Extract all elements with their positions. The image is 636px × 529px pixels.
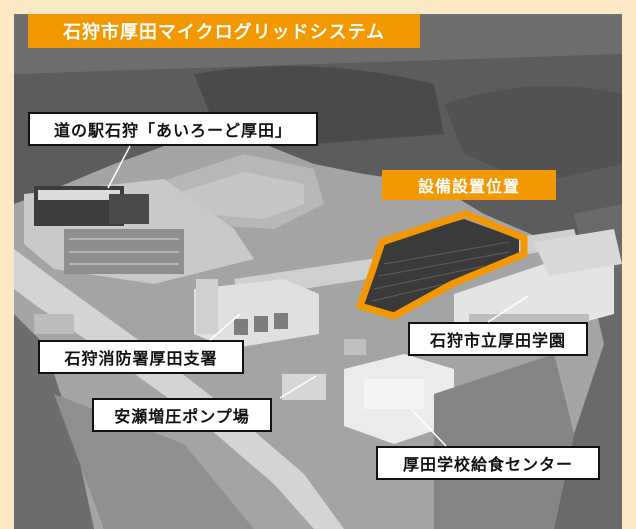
page-title: 石狩市厚田マイクログリッドシステム (28, 14, 420, 48)
lunch-center-leader (411, 409, 447, 447)
equipment-location-label: 設備設置位置 (382, 170, 556, 200)
lunch-center-label: 厚田学校給食センター (376, 446, 600, 480)
fire-station-label: 石狩消防署厚田支署 (38, 340, 244, 374)
roadside-station-label: 道の駅石狩「あいろーど厚田」 (28, 112, 318, 146)
pump-station-leader (279, 375, 317, 399)
roadside-station-leader (107, 145, 131, 189)
school-leader (487, 295, 529, 323)
pump-station-label: 安瀬増圧ポンプ場 (92, 398, 272, 432)
fire-station-leader (209, 313, 241, 341)
school-label: 石狩市立厚田学園 (408, 322, 588, 356)
aerial-photo (14, 14, 622, 529)
